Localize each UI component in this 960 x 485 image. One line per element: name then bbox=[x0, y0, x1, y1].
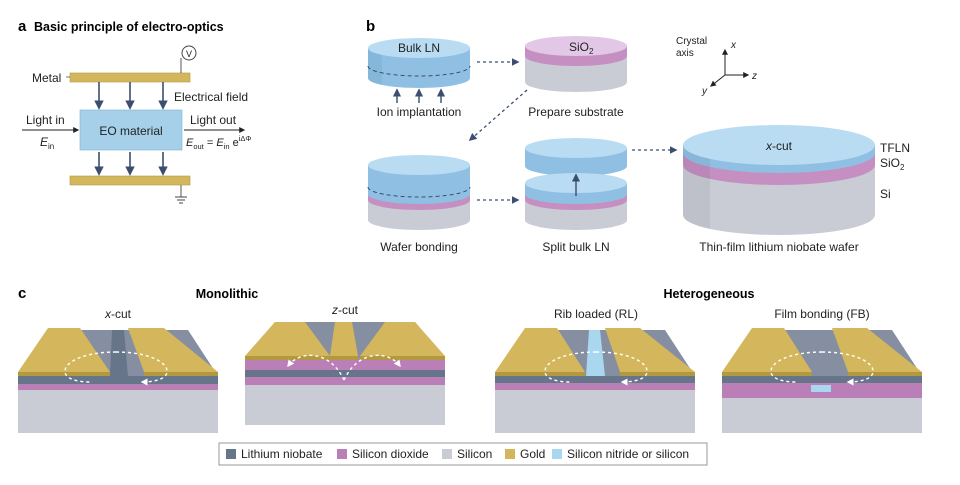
metal-label: Metal bbox=[32, 71, 61, 85]
legend-label-sin: Silicon nitride or silicon bbox=[567, 447, 689, 461]
device-rib-loaded bbox=[495, 328, 695, 433]
legend-frame bbox=[218, 442, 708, 466]
legend: Lithium niobate Silicon dioxide Silicon … bbox=[218, 442, 708, 466]
crystal-axis-icon bbox=[710, 48, 750, 87]
wafer-bonding-label: Wafer bonding bbox=[380, 240, 458, 254]
device-xcut bbox=[18, 328, 218, 433]
legend-label-si: Silicon bbox=[457, 447, 492, 461]
xcut-label: x-cut bbox=[765, 139, 793, 153]
voltmeter-label: V bbox=[186, 49, 192, 59]
ground-icon bbox=[175, 196, 187, 204]
si-layer-label: Si bbox=[880, 187, 891, 201]
sio2-layer-label: SiO2 bbox=[880, 156, 905, 172]
light-out-label: Light out bbox=[190, 113, 237, 127]
zcut-device-label: z-cut bbox=[331, 303, 359, 317]
eo-material-box bbox=[79, 109, 183, 151]
top-electrode bbox=[69, 72, 191, 83]
panel-c-letter: c bbox=[18, 285, 26, 302]
ion-implant-label: Ion implantation bbox=[377, 105, 462, 119]
legend-label-gold: Gold bbox=[520, 447, 545, 461]
panel-b-letter: b bbox=[366, 18, 375, 35]
legend-label-ln: Lithium niobate bbox=[241, 447, 323, 461]
tfln-label: TFLN bbox=[880, 141, 910, 155]
field-arrows bbox=[94, 82, 168, 176]
split-label: Split bulk LN bbox=[542, 240, 609, 254]
axis-x-label: x bbox=[730, 40, 737, 51]
bulk-ln-disk bbox=[367, 38, 471, 88]
voltmeter-icon bbox=[181, 45, 197, 61]
monolithic-heading: Monolithic bbox=[196, 287, 259, 301]
legend-swatch-gold bbox=[505, 449, 515, 459]
device-zcut bbox=[245, 322, 445, 425]
legend-swatch-sin bbox=[552, 449, 562, 459]
panel-a-letter: a bbox=[18, 18, 27, 35]
eo-material-label: EO material bbox=[99, 124, 162, 138]
bonding-disk bbox=[367, 155, 471, 230]
substrate-disk bbox=[525, 36, 627, 92]
tfln-wafer bbox=[682, 125, 875, 235]
xcut-device-label: x-cut bbox=[104, 307, 132, 321]
bottom-electrode bbox=[69, 175, 191, 186]
crystal-axis-label-1: Crystal bbox=[676, 36, 707, 47]
field-label: Electrical field bbox=[174, 90, 248, 104]
panel-a-title: Basic principle of electro-optics bbox=[34, 20, 224, 34]
prepare-label: Prepare substrate bbox=[528, 105, 624, 119]
panel-a: a Basic principle of electro-optics Meta… bbox=[18, 18, 251, 204]
legend-swatch-si bbox=[442, 449, 452, 459]
bulk-ln-label: Bulk LN bbox=[398, 41, 440, 55]
arrow-to-bonding bbox=[468, 89, 528, 142]
tfln-wafer-label: Thin-film lithium niobate wafer bbox=[699, 240, 858, 254]
ion-arrows bbox=[392, 88, 446, 103]
light-in-label: Light in bbox=[26, 113, 65, 127]
crystal-axis-label-2: axis bbox=[676, 48, 694, 59]
split-top-disk bbox=[525, 138, 627, 176]
heterogeneous-heading: Heterogeneous bbox=[664, 287, 755, 301]
e-in-label: Ein bbox=[40, 135, 54, 151]
substrate-sio2-label: SiO2 bbox=[569, 40, 594, 56]
legend-label-sio2: Silicon dioxide bbox=[352, 447, 429, 461]
device-film-bonding bbox=[722, 328, 922, 433]
split-bottom-disk bbox=[525, 173, 627, 230]
axis-y-label: y bbox=[701, 86, 708, 97]
legend-swatch-sio2 bbox=[337, 449, 347, 459]
rib-loaded-label: Rib loaded (RL) bbox=[554, 307, 638, 321]
film-bonding-label: Film bonding (FB) bbox=[774, 307, 869, 321]
eo-equation: Eout = Ein eiΔΦ bbox=[186, 134, 251, 151]
panel-c: c Monolithic Heterogeneous x-cut bbox=[18, 285, 922, 433]
axis-z-label: z bbox=[751, 71, 757, 82]
panel-b: b Bulk LN Ion implantation SiO2 Prepare … bbox=[366, 18, 910, 254]
legend-swatch-ln bbox=[226, 449, 236, 459]
